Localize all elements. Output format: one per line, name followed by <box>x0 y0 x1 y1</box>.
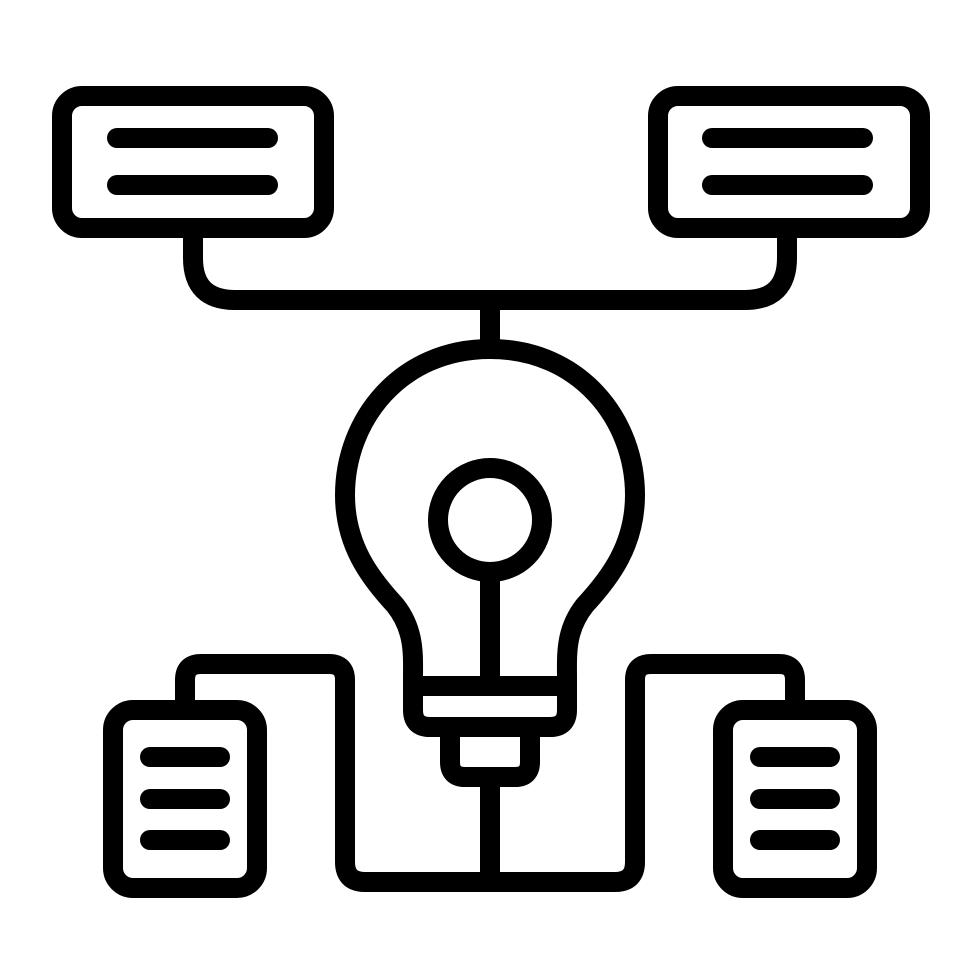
lightbulb-filament-circle <box>428 458 552 582</box>
top-connector-line <box>183 218 797 310</box>
bottom-right-connector-line <box>480 654 805 892</box>
bottom-left-document <box>103 700 267 898</box>
lightbulb-glass <box>335 339 645 737</box>
bottom-right-document <box>713 700 877 898</box>
bottom-right-document-frame <box>713 700 877 898</box>
bottom-left-document-frame <box>103 700 267 898</box>
top-left-note-card <box>52 86 334 238</box>
top-left-card-frame <box>52 86 334 238</box>
top-right-note-card <box>648 86 930 238</box>
bottom-left-connector-line <box>175 654 500 892</box>
top-right-card-frame <box>648 86 930 238</box>
lightbulb <box>335 339 645 787</box>
